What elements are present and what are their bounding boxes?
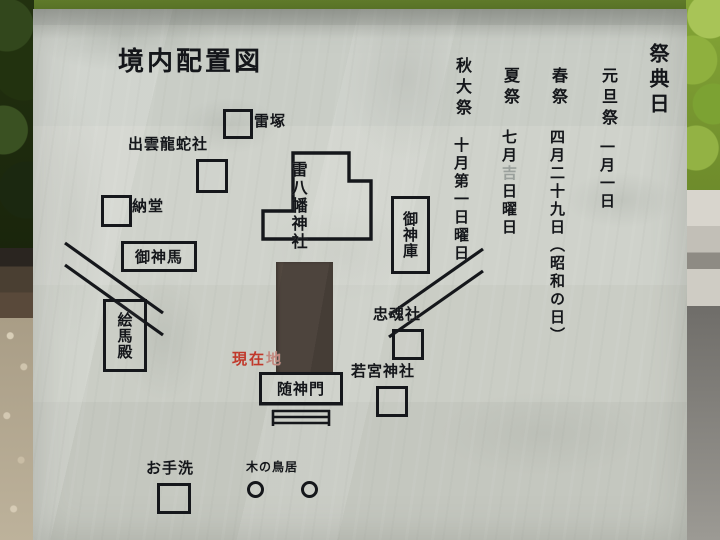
- label-otearai: お手洗: [146, 459, 195, 477]
- torii-post-right: [301, 481, 318, 498]
- label-izumo-ryuja-sha: 出雲龍蛇社: [128, 135, 209, 153]
- stairs-diagram: [259, 402, 343, 426]
- marker-square-nodo: [101, 195, 132, 227]
- framed-label-emaden: 絵馬殿: [103, 299, 147, 372]
- background-left-strip: [0, 0, 34, 540]
- you-are-here-marker: 現在地: [232, 348, 283, 369]
- shrine-grounds-map: 境内配置図 雷塚 出雲龍蛇社 納堂 御神馬 絵馬殿: [33, 9, 687, 540]
- label-ki-no-torii: 木の鳥居: [246, 460, 299, 474]
- label-wakamiya-jinja: 若宮神社: [351, 362, 416, 380]
- marker-square-kaminarizuka: [223, 109, 253, 139]
- path-lines-right: [388, 247, 484, 339]
- festival-name-harumatsuri: 春祭: [549, 67, 568, 109]
- background-foliage-right: [686, 0, 720, 200]
- framed-label-goshinko: 御神庫: [391, 196, 430, 274]
- background-gravel-ground: [0, 318, 34, 540]
- label-main-shrine: 雷八幡神社: [288, 161, 308, 251]
- label-chukon-sha: 忠魂社: [373, 305, 422, 323]
- label-kaminarizuka: 雷塚: [254, 112, 287, 130]
- you-are-here-text-faded: 地: [266, 350, 284, 368]
- festival-name-natsumatsuri: 夏祭: [501, 67, 520, 109]
- festival-date-akitaisai: 十月第一日曜日: [452, 137, 470, 263]
- festival-date-natsumatsuri-tail: 日曜日: [500, 183, 518, 237]
- festival-name-gantansai: 元旦祭: [599, 67, 618, 130]
- background-road-right: [686, 306, 720, 540]
- framed-label-zuishinmon-text: 随神門: [276, 380, 325, 398]
- map-title: 境内配置図: [118, 47, 264, 77]
- background-trees-left: [0, 0, 34, 250]
- marker-square-otearai: [157, 483, 191, 514]
- you-are-here-text: 現在: [232, 350, 267, 368]
- festival-name-akitaisai: 秋大祭: [453, 57, 472, 120]
- main-shrine-footprint: [261, 151, 373, 241]
- framed-label-emaden-text: 絵馬殿: [115, 311, 134, 360]
- label-nodo: 納堂: [132, 197, 165, 215]
- torii-post-left: [247, 481, 264, 498]
- background-right-strip: [686, 0, 720, 540]
- marker-square-wakamiya-jinja: [376, 386, 408, 417]
- festival-date-natsumatsuri: 七月吉日曜日: [499, 129, 520, 237]
- framed-label-goshinko-text: 御神庫: [401, 211, 419, 259]
- festival-date-natsumatsuri-month: 七月: [500, 129, 518, 165]
- marker-square-izumo-ryuja-sha: [196, 159, 228, 193]
- festival-date-natsumatsuri-faded: 吉: [500, 165, 518, 183]
- festival-heading: 祭典日: [646, 43, 670, 118]
- framed-label-goshinba-text: 御神馬: [134, 248, 183, 266]
- approach-path: [276, 262, 333, 374]
- festival-date-harumatsuri: 四月二十九日（昭和の日）: [548, 129, 566, 345]
- marker-square-chukon-sha: [392, 329, 424, 360]
- framed-label-goshinba: 御神馬: [121, 241, 197, 272]
- background-building-left: [0, 248, 34, 320]
- festival-date-gantansai: 一月一日: [598, 139, 616, 211]
- background-building-right: [686, 190, 720, 310]
- stone-information-board: 境内配置図 雷塚 出雲龍蛇社 納堂 御神馬 絵馬殿: [33, 9, 687, 540]
